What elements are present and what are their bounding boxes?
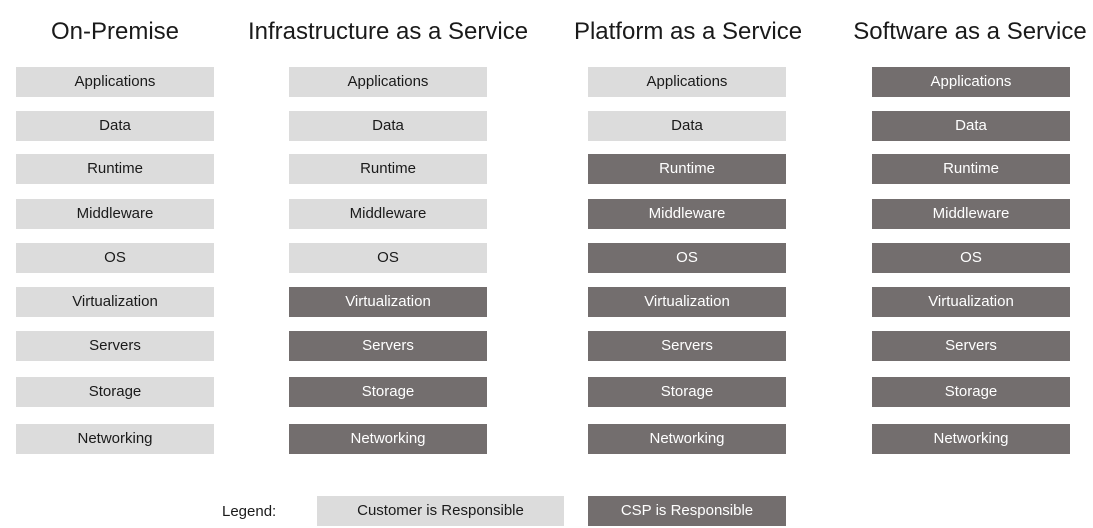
layer-cell-applications: Applications (872, 67, 1070, 97)
layer-cell-os: OS (289, 243, 487, 273)
layer-cell-networking: Networking (872, 424, 1070, 454)
column-title-iaas: Infrastructure as a Service (247, 18, 529, 45)
layer-cell-data: Data (872, 111, 1070, 141)
layer-cell-storage: Storage (289, 377, 487, 407)
layer-cell-storage: Storage (588, 377, 786, 407)
legend-csp-responsible: CSP is Responsible (588, 496, 786, 526)
column-title-on-premise: On-Premise (50, 18, 180, 45)
layer-cell-servers: Servers (588, 331, 786, 361)
layer-cell-data: Data (16, 111, 214, 141)
layer-cell-applications: Applications (588, 67, 786, 97)
layer-cell-networking: Networking (16, 424, 214, 454)
layer-cell-networking: Networking (588, 424, 786, 454)
layer-cell-servers: Servers (16, 331, 214, 361)
layer-cell-middleware: Middleware (872, 199, 1070, 229)
layer-cell-servers: Servers (872, 331, 1070, 361)
layer-cell-runtime: Runtime (16, 154, 214, 184)
layer-cell-os: OS (16, 243, 214, 273)
column-title-saas: Software as a Service (853, 18, 1087, 45)
column-title-paas: Platform as a Service (573, 18, 803, 45)
layer-cell-os: OS (872, 243, 1070, 273)
layer-cell-storage: Storage (872, 377, 1070, 407)
layer-cell-applications: Applications (289, 67, 487, 97)
layer-cell-runtime: Runtime (289, 154, 487, 184)
layer-cell-virtualization: Virtualization (588, 287, 786, 317)
layer-cell-virtualization: Virtualization (289, 287, 487, 317)
layer-cell-data: Data (289, 111, 487, 141)
layer-cell-applications: Applications (16, 67, 214, 97)
layer-cell-data: Data (588, 111, 786, 141)
layer-cell-runtime: Runtime (872, 154, 1070, 184)
layer-cell-storage: Storage (16, 377, 214, 407)
layer-cell-virtualization: Virtualization (16, 287, 214, 317)
layer-cell-middleware: Middleware (588, 199, 786, 229)
layer-cell-virtualization: Virtualization (872, 287, 1070, 317)
layer-cell-middleware: Middleware (289, 199, 487, 229)
layer-cell-networking: Networking (289, 424, 487, 454)
layer-cell-servers: Servers (289, 331, 487, 361)
legend-customer-responsible: Customer is Responsible (317, 496, 564, 526)
layer-cell-os: OS (588, 243, 786, 273)
layer-cell-runtime: Runtime (588, 154, 786, 184)
layer-cell-middleware: Middleware (16, 199, 214, 229)
legend-label: Legend: (222, 503, 277, 520)
